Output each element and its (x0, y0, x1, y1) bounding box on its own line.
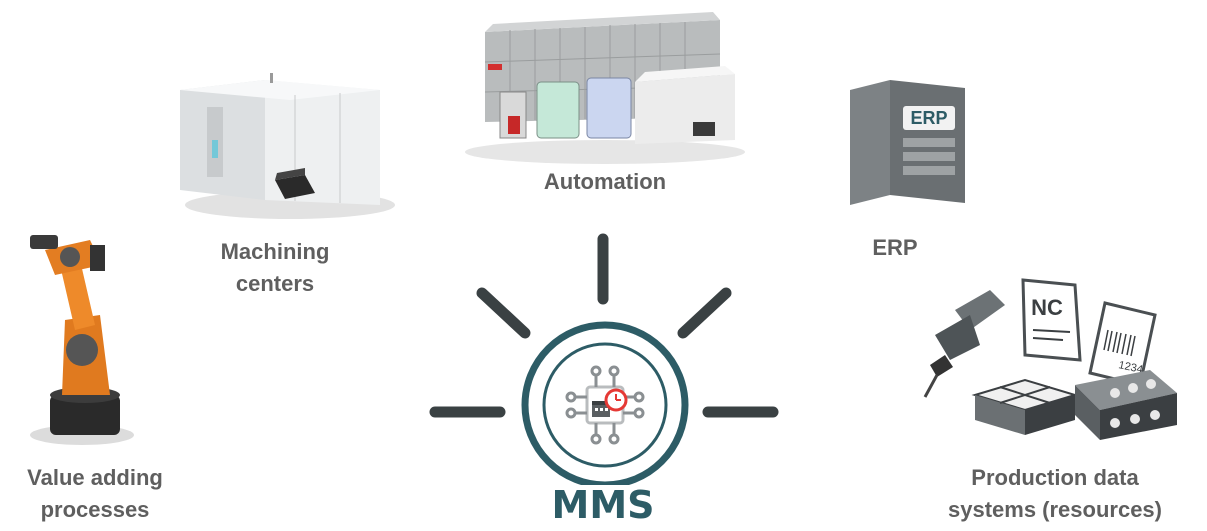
mms-title: MMS (551, 483, 655, 527)
automation-label: Automation (480, 166, 730, 198)
erp-label: ERP (840, 232, 950, 264)
tool-holder-icon (923, 290, 1005, 398)
robot-arm-icon (30, 235, 134, 445)
automation-cell-icon (465, 12, 745, 164)
erp-screen-text: ERP (910, 108, 947, 128)
mms-hub-icon (565, 365, 645, 445)
nc-program-document-icon: NC (1021, 278, 1082, 362)
nc-doc-text: NC (1031, 295, 1063, 320)
machining-label-line-1: Machining (220, 239, 330, 264)
radiating-rays (429, 233, 779, 418)
barcode-number-text: 1234 (1117, 359, 1143, 376)
production-label-line-2: systems (resources) (947, 497, 1162, 522)
ray-upper-left (476, 287, 531, 339)
value-label-line-1: Value adding (27, 465, 163, 490)
ray-upper-right (677, 287, 732, 339)
calendar-icon (592, 401, 610, 417)
erp-server-icon: ERP (850, 80, 965, 205)
machining-center-icon (180, 73, 395, 219)
mms-inner-ring (542, 342, 668, 468)
automation-label-line: Automation (543, 169, 667, 194)
value-adding-label: Value adding processes (0, 462, 190, 526)
erp-label-line: ERP (872, 235, 918, 260)
production-label-line-1: Production data (971, 465, 1139, 490)
clock-icon (604, 388, 628, 412)
production-data-label: Production data systems (resources) (920, 462, 1190, 526)
machining-centers-label: Machining centers (175, 236, 375, 300)
production-data-icon: NC 1234 (923, 278, 1177, 440)
mms-hub (429, 233, 779, 485)
fixture-block-icon (1075, 370, 1177, 440)
machining-label-line-2: centers (235, 271, 315, 296)
material-pallet-icon (971, 378, 1079, 435)
value-label-line-2: processes (40, 497, 150, 522)
